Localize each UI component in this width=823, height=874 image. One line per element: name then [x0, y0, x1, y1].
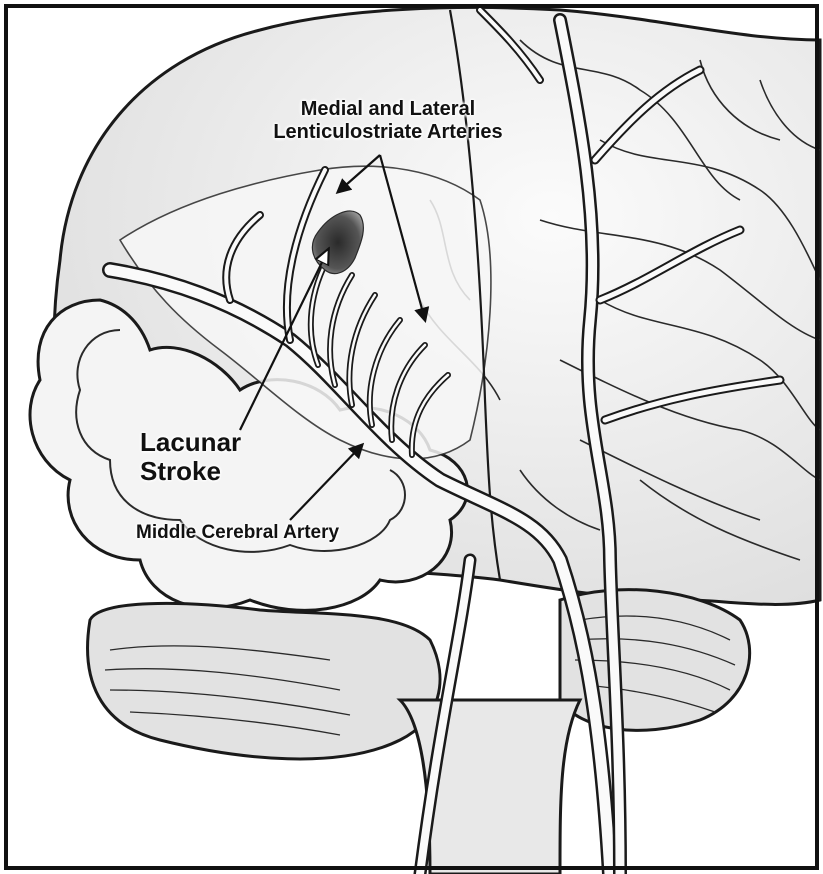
- lenticulostriate-label: Medial and Lateral Lenticulostriate Arte…: [228, 98, 548, 144]
- middle-cerebral-artery-label: Middle Cerebral Artery: [136, 522, 436, 544]
- lenticulostriate-label-line1: Medial and Lateral: [228, 98, 548, 121]
- lenticulostriate-label-line2: Lenticulostriate Arteries: [228, 121, 548, 144]
- lacunar-stroke-label: Lacunar Stroke: [140, 428, 260, 485]
- lacunar-stroke-label-line1: Lacunar: [140, 428, 260, 457]
- lacunar-stroke-label-line2: Stroke: [140, 457, 260, 486]
